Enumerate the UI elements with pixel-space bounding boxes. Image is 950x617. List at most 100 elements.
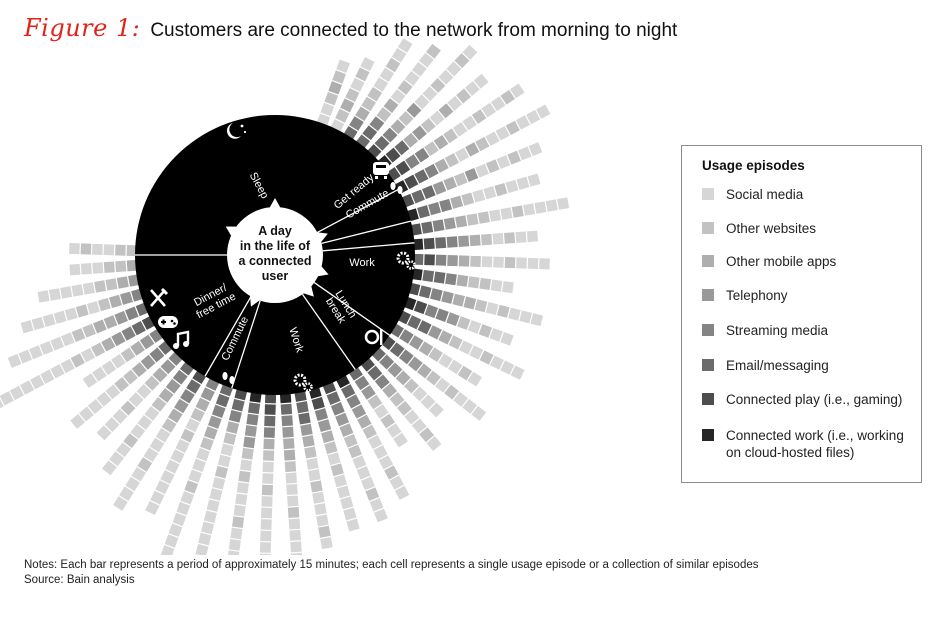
bar-cell (31, 316, 45, 331)
bar-cell (408, 335, 424, 350)
bar-cell (458, 235, 470, 247)
bar-cell (261, 507, 273, 519)
radial-bar (360, 356, 442, 451)
radial-bars (0, 38, 570, 555)
bar-cell (464, 168, 479, 182)
bar-cell (557, 197, 570, 210)
bar-cell (500, 89, 516, 105)
bar-cell (454, 53, 470, 69)
bar-cell (42, 313, 56, 328)
bar-cell (398, 111, 414, 126)
bar-cell (527, 257, 539, 269)
bar-cell (330, 463, 344, 477)
radial-bar (259, 392, 277, 555)
bar-cell (104, 417, 120, 433)
bar-cell (412, 238, 424, 251)
bar-cell (261, 496, 273, 507)
hub-arrow (249, 293, 262, 307)
bar-cell (109, 294, 122, 308)
bar-cell (161, 418, 177, 433)
bar-cell (386, 423, 402, 438)
bar-cell (82, 282, 95, 295)
bar-cell (260, 530, 272, 542)
bar-cell (126, 245, 138, 257)
legend-label: Other websites (726, 221, 817, 236)
bar-cell (130, 424, 146, 439)
bar-cell (475, 136, 490, 152)
bar-cell (327, 452, 341, 466)
bar-cell (510, 365, 525, 380)
bar-cell (412, 386, 428, 402)
bar-cell (469, 345, 484, 360)
bar-cell (417, 205, 430, 219)
bar-cell (366, 144, 382, 160)
bar-cell (311, 397, 325, 410)
radial-bar (380, 335, 487, 421)
bar-cell (79, 406, 94, 422)
legend-swatch (702, 188, 714, 200)
bar-cell (435, 308, 449, 323)
bar-cell (288, 518, 301, 530)
bar-cell (419, 427, 435, 443)
bar-cell (383, 98, 399, 113)
bar-cell (263, 438, 275, 450)
bar-cell (340, 98, 355, 113)
bar-cell (144, 406, 160, 421)
radial-bar (407, 282, 544, 327)
bar-cell (443, 217, 456, 230)
bar-cell (434, 158, 449, 173)
bar-cell (336, 485, 351, 499)
bar-cell (545, 199, 558, 212)
segment-divider (322, 242, 415, 252)
bar-cell (172, 369, 188, 385)
bar-cell (478, 324, 493, 338)
bar-cell (125, 306, 139, 321)
bar-cell (424, 163, 439, 179)
bar-cell (200, 437, 214, 451)
bar-cell (479, 277, 492, 290)
bar-cell (60, 358, 75, 374)
bar-cell (360, 57, 375, 72)
hub-arrow (301, 283, 314, 297)
bar-cell (446, 312, 460, 326)
bar-cell (326, 391, 341, 405)
bar-cell (128, 392, 144, 408)
bar-cell (414, 169, 429, 184)
bar-cell (418, 285, 432, 299)
footsteps-icon (222, 372, 235, 384)
bar-cell (373, 77, 389, 92)
bar-cell (71, 284, 84, 297)
bar-cell (509, 83, 525, 99)
bar-cell (312, 491, 325, 504)
bar-cell (351, 404, 367, 419)
legend-swatch (702, 289, 714, 301)
bar-cell (471, 406, 487, 421)
bar-cell (260, 519, 272, 530)
notes-text: Notes: Each bar represents a period of a… (24, 559, 759, 571)
radial-bar (412, 230, 538, 251)
legend-label: Streaming media (726, 323, 829, 338)
bar-cell (296, 401, 309, 414)
bar-cell (428, 402, 444, 418)
legend-item-other-mobile-apps: Other mobile apps (702, 253, 916, 270)
bar-cell (413, 300, 428, 315)
bar-cell (495, 126, 510, 141)
bar-cell (284, 461, 297, 473)
bar-cell (526, 109, 541, 125)
bar-cell (223, 432, 237, 445)
bar-cell (324, 441, 338, 455)
bar-cell (489, 209, 502, 222)
bar-cell (448, 359, 463, 375)
gears-icon (293, 373, 313, 392)
bar-cell (180, 491, 195, 505)
bar-cell (114, 310, 128, 325)
bar-cell (109, 451, 124, 467)
bar-cell (145, 500, 160, 515)
bar-cell (481, 233, 493, 246)
bar-cell (373, 508, 388, 523)
bar-cell (144, 375, 160, 391)
bar-cell (227, 550, 240, 555)
radial-bar (370, 346, 444, 418)
bar-cell (420, 394, 436, 410)
bar-cell (422, 86, 438, 102)
